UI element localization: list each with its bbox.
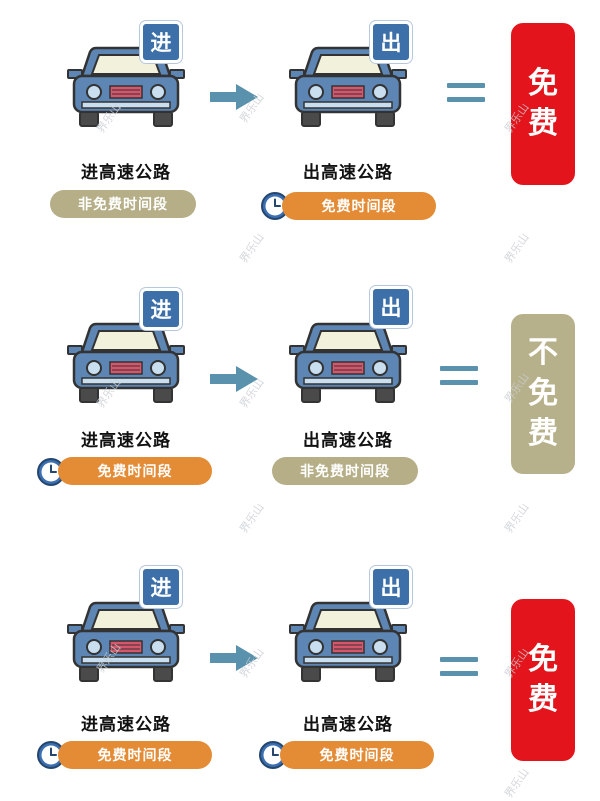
result-char: 费 — [528, 416, 558, 452]
car-icon — [66, 40, 186, 130]
exit-highway-label: 出高速公路 — [303, 431, 393, 451]
car-icon — [66, 316, 186, 406]
nonfree-period-pill: 非免费时间段 — [50, 190, 196, 218]
car-icon — [288, 595, 408, 685]
exit-badge: 出 — [370, 21, 412, 63]
exit-highway-label: 出高速公路 — [303, 715, 393, 735]
arrow-icon — [210, 84, 258, 110]
free-period-pill: 免费时间段 — [58, 741, 212, 769]
result-char: 不 — [528, 335, 558, 371]
result-char: 免 — [528, 641, 558, 677]
result-char: 费 — [528, 682, 558, 717]
scenario-row-3: 进 进高速公路 免费时间段 出 出高速公路 免费时间段 — [0, 0, 600, 769]
car-icon — [288, 316, 408, 406]
equals-sign — [440, 657, 478, 679]
free-period-pill: 免费时间段 — [282, 192, 436, 220]
clock-icon — [36, 740, 66, 770]
result-char: 免 — [528, 65, 558, 101]
watermark: 界乐山 — [502, 766, 532, 801]
free-period-pill: 免费时间段 — [58, 457, 212, 485]
watermark: 界乐山 — [237, 501, 267, 536]
nonfree-period-pill: 非免费时间段 — [272, 457, 418, 485]
enter-badge: 进 — [140, 21, 182, 63]
enter-highway-label: 进高速公路 — [81, 163, 171, 183]
clock-icon — [36, 457, 66, 487]
result-not-free: 不免费 — [511, 314, 575, 474]
result-free: 免费 — [511, 599, 575, 761]
watermark: 界乐山 — [502, 501, 532, 536]
result-char: 免 — [528, 375, 558, 411]
arrow-icon — [210, 645, 258, 671]
result-char: 费 — [528, 106, 558, 141]
car-icon — [66, 595, 186, 685]
scenario-row-1: 进 进高速公路 非免费时间段 出 出高速公路 免费时间段 免费 — [0, 0, 600, 240]
exit-badge: 出 — [370, 286, 412, 328]
exit-highway-label: 出高速公路 — [303, 163, 393, 183]
enter-badge: 进 — [140, 566, 182, 608]
equals-sign — [440, 366, 478, 388]
arrow-icon — [210, 366, 258, 392]
enter-badge: 进 — [140, 288, 182, 330]
clock-icon — [260, 191, 290, 221]
enter-highway-label: 进高速公路 — [81, 431, 171, 451]
result-free: 免费 — [511, 23, 575, 185]
enter-highway-label: 进高速公路 — [81, 715, 171, 735]
scenario-row-2: 进 进高速公路 免费时间段 出 出高速公路 非免费时间段 不免费 — [0, 0, 600, 486]
exit-badge: 出 — [370, 566, 412, 608]
equals-sign — [447, 83, 485, 105]
free-period-pill: 免费时间段 — [280, 741, 434, 769]
